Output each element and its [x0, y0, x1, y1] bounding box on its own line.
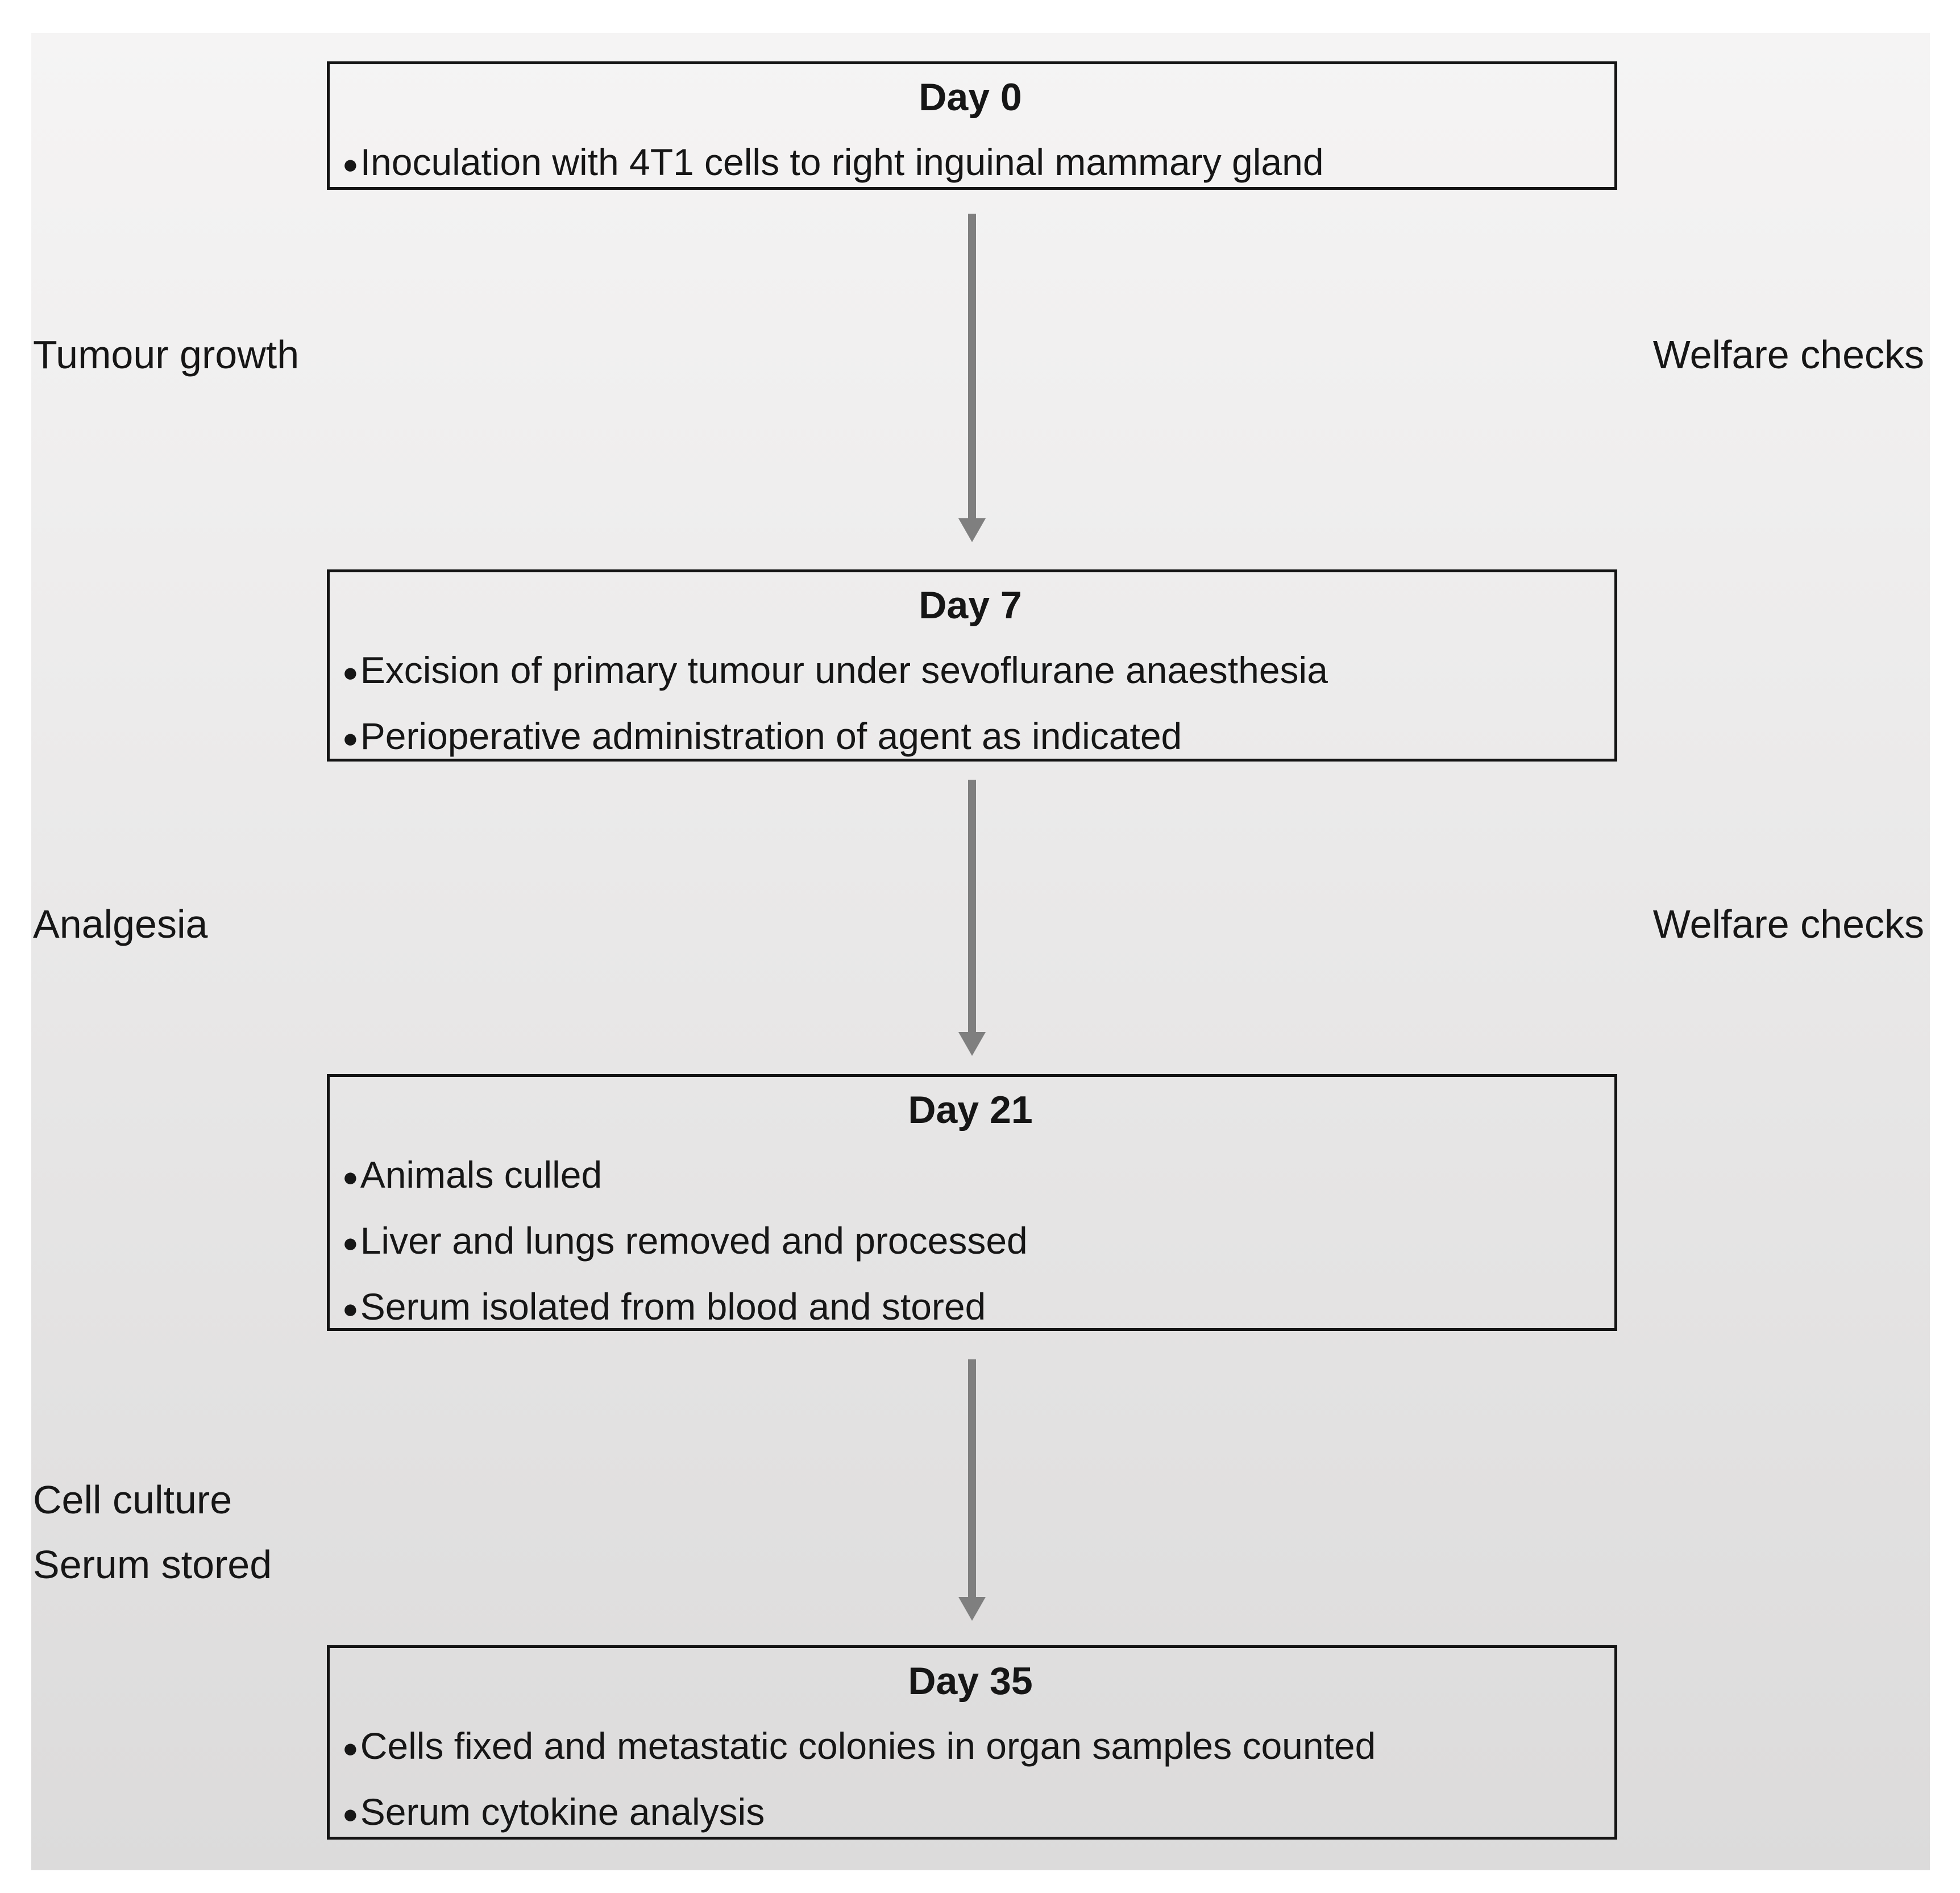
stage-bullets: ●Animals culled ●Liver and lungs removed…	[342, 1144, 1598, 1342]
stage-bullets: ●Cells fixed and metastatic colonies in …	[342, 1715, 1598, 1847]
arrow-head	[958, 518, 986, 542]
bullet-text: Inoculation with 4T1 cells to right ingu…	[360, 141, 1324, 183]
arrow-head	[958, 1032, 986, 1056]
side-label-cell-culture-serum-stored: Cell culture Serum stored	[33, 1467, 272, 1597]
bullet-icon: ●	[342, 723, 359, 754]
arrow-shaft	[968, 780, 976, 1033]
arrow-shaft	[968, 1359, 976, 1598]
bullet-item: ●Animals culled	[342, 1144, 1598, 1210]
bullet-text: Cells fixed and metastatic colonies in o…	[360, 1725, 1376, 1767]
bullet-item: ●Serum isolated from blood and stored	[342, 1276, 1598, 1342]
side-label-line: Cell culture	[33, 1478, 232, 1522]
arrow-head	[958, 1597, 986, 1621]
stage-bullets: ●Inoculation with 4T1 cells to right ing…	[342, 131, 1598, 197]
stage-bullets: ●Excision of primary tumour under sevofl…	[342, 639, 1598, 771]
bullet-text: Perioperative administration of agent as…	[360, 715, 1182, 757]
bullet-item: ●Perioperative administration of agent a…	[342, 705, 1598, 771]
stage-box-day-21: Day 21 ●Animals culled ●Liver and lungs …	[327, 1074, 1617, 1331]
bullet-item: ●Cells fixed and metastatic colonies in …	[342, 1715, 1598, 1781]
bullet-text: Serum isolated from blood and stored	[360, 1285, 986, 1328]
flow-arrow-down-icon	[958, 780, 986, 1056]
stage-title: Day 7	[919, 584, 1022, 627]
bullet-text: Animals culled	[360, 1154, 603, 1196]
bullet-item: ●Liver and lungs removed and processed	[342, 1210, 1598, 1276]
side-label-welfare-checks-1: Welfare checks	[1652, 332, 1924, 377]
flow-arrow-down-icon	[958, 1359, 986, 1621]
stage-title: Day 0	[919, 76, 1022, 119]
bullet-icon: ●	[342, 1228, 359, 1259]
stage-title: Day 35	[908, 1659, 1033, 1703]
stage-box-day-35: Day 35 ●Cells fixed and metastatic colon…	[327, 1645, 1617, 1840]
bullet-text: Serum cytokine analysis	[360, 1791, 765, 1833]
bullet-text: Liver and lungs removed and processed	[360, 1220, 1028, 1262]
bullet-item: ●Serum cytokine analysis	[342, 1781, 1598, 1847]
side-label-analgesia: Analgesia	[33, 902, 208, 946]
bullet-icon: ●	[342, 1733, 359, 1764]
stage-box-day-0: Day 0 ●Inoculation with 4T1 cells to rig…	[327, 61, 1617, 190]
bullet-icon: ●	[342, 1294, 359, 1325]
bullet-text: Excision of primary tumour under sevoflu…	[360, 649, 1328, 691]
arrow-shaft	[968, 214, 976, 519]
bullet-icon: ●	[342, 1799, 359, 1830]
flow-arrow-down-icon	[958, 214, 986, 542]
side-label-welfare-checks-2: Welfare checks	[1652, 902, 1924, 946]
bullet-icon: ●	[342, 658, 359, 688]
figure-background	[31, 33, 1930, 1870]
bullet-item: ●Inoculation with 4T1 cells to right ing…	[342, 131, 1598, 197]
bullet-item: ●Excision of primary tumour under sevofl…	[342, 639, 1598, 705]
bullet-icon: ●	[342, 1162, 359, 1193]
stage-box-day-7: Day 7 ●Excision of primary tumour under …	[327, 569, 1617, 762]
bullet-icon: ●	[342, 149, 359, 180]
side-label-line: Serum stored	[33, 1542, 272, 1587]
stage-title: Day 21	[908, 1088, 1033, 1131]
side-label-tumour-growth: Tumour growth	[33, 332, 300, 377]
